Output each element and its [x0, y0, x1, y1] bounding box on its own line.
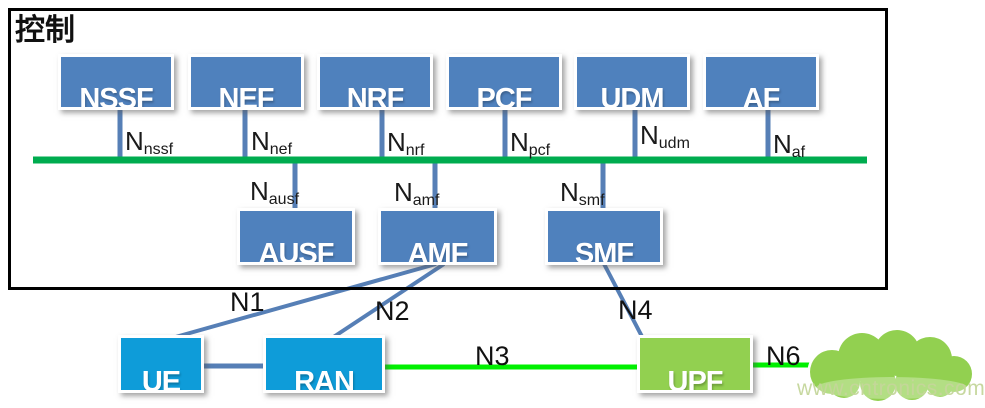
iface-sub: af [791, 144, 806, 161]
iface-label-nnrf: Nnrf [387, 129, 424, 159]
control-plane-frame [8, 8, 888, 290]
node-pcf-label: PCF [476, 83, 533, 110]
iface-sub: pcf [528, 142, 551, 159]
iface-label-namf: Namf [394, 179, 439, 209]
node-smf-label: SMF [574, 238, 634, 265]
iface-sub: ausf [268, 191, 300, 208]
iface-base: N [125, 126, 144, 156]
iface-base: N [510, 127, 529, 157]
node-nrf: NRF [317, 54, 433, 110]
node-smf: SMF [545, 208, 663, 265]
iface-base: N [387, 127, 406, 157]
node-upf-label: UPF [667, 366, 724, 393]
n2-line [330, 262, 446, 340]
node-ausf: AUSF [237, 208, 355, 265]
iface-base: N [394, 177, 413, 207]
node-amf-label: AMF [407, 238, 469, 265]
iface-base: N [773, 129, 792, 159]
link-label-n4: N4 [618, 295, 653, 325]
iface-sub: nrf [405, 142, 425, 159]
node-nef: NEF [188, 54, 304, 110]
node-amf: AMF [378, 208, 497, 265]
node-nrf-label: NRF [346, 83, 405, 110]
link-label-n1: N1 [230, 287, 265, 317]
iface-base: N [560, 177, 579, 207]
iface-sub: nef [269, 141, 293, 158]
link-label-n3: N3 [475, 341, 510, 371]
iface-label-nsmf: Nsmf [560, 179, 605, 209]
control-plane-title: 控制 [15, 14, 75, 47]
iface-sub: amf [412, 192, 440, 209]
link-label-n2: N2 [375, 296, 410, 326]
iface-label-nausf: Nausf [250, 178, 299, 208]
node-af: AF [703, 54, 819, 110]
iface-label-naf: Naf [773, 131, 805, 161]
iface-sub: udm [658, 135, 690, 152]
iface-label-nnssf: Nnssf [125, 128, 173, 158]
node-upf: UPF [637, 335, 753, 393]
iface-label-nnef: Nnef [251, 128, 292, 158]
data-network-cloud [807, 330, 975, 404]
iface-base: N [640, 120, 659, 150]
watermark-text: www.cntronics.com [797, 377, 985, 400]
node-ran-label: RAN [294, 366, 355, 393]
node-pcf: PCF [446, 54, 562, 110]
node-nssf: NSSF [58, 54, 174, 110]
node-ausf-label: AUSF [258, 238, 335, 265]
link-label-n6: N6 [766, 341, 801, 371]
iface-label-npcf: Npcf [510, 129, 550, 159]
iface-base: N [251, 126, 270, 156]
n1-line [171, 262, 437, 340]
node-udm-label: UDM [600, 83, 664, 110]
node-ran: RAN [263, 335, 385, 393]
iface-sub: nssf [143, 141, 174, 158]
node-ue: UE [118, 335, 204, 393]
node-ue-label: UE [141, 366, 181, 393]
node-nef-label: NEF [218, 83, 275, 110]
node-udm: UDM [574, 54, 690, 110]
iface-base: N [250, 176, 269, 206]
n4-line [601, 261, 650, 349]
node-nssf-label: NSSF [79, 83, 153, 110]
node-af-label: AF [742, 83, 781, 110]
iface-sub: smf [578, 192, 605, 209]
iface-label-nudm: Nudm [640, 122, 690, 152]
